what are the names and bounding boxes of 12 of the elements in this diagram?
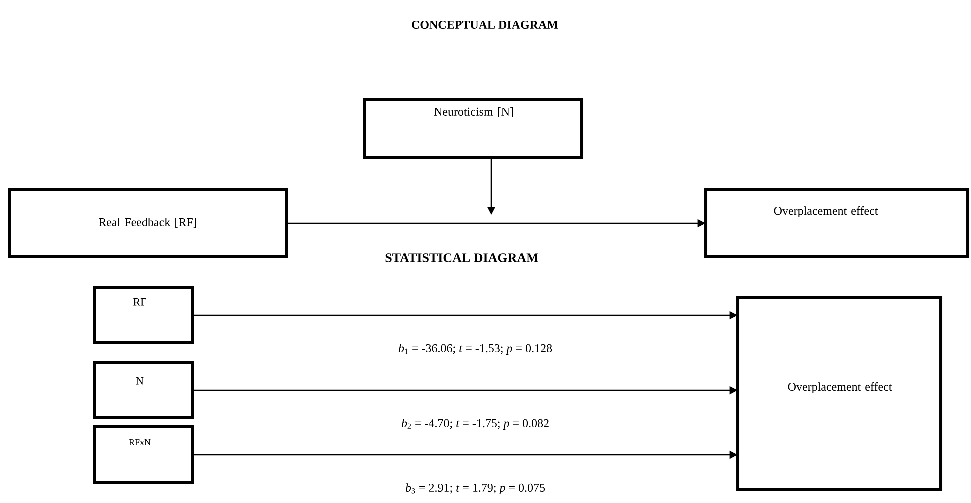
edge-label: b$_{2}$ = -4.70; t = -1.75; p = 0.082 xyxy=(402,419,549,430)
box: RF xyxy=(94,286,194,344)
edge-label: b$_{3}$ = 2.91; t = 1.79; p = 0.075 xyxy=(406,484,546,494)
heading: STATISTICAL DIAGRAM xyxy=(386,254,538,262)
box: Overplacement effect xyxy=(736,296,943,492)
box: Neuroticism [N] xyxy=(364,98,584,160)
edge-label: b$_{1}$ = -36.06; t = -1.53; p = 0.128 xyxy=(398,344,552,355)
box: RFxN xyxy=(94,426,194,484)
box: Real Feedback [RF] xyxy=(8,188,288,258)
box: Overplacement effect xyxy=(704,188,970,258)
heading: CONCEPTUAL DIAGRAM xyxy=(412,20,558,30)
box: N xyxy=(94,362,194,420)
